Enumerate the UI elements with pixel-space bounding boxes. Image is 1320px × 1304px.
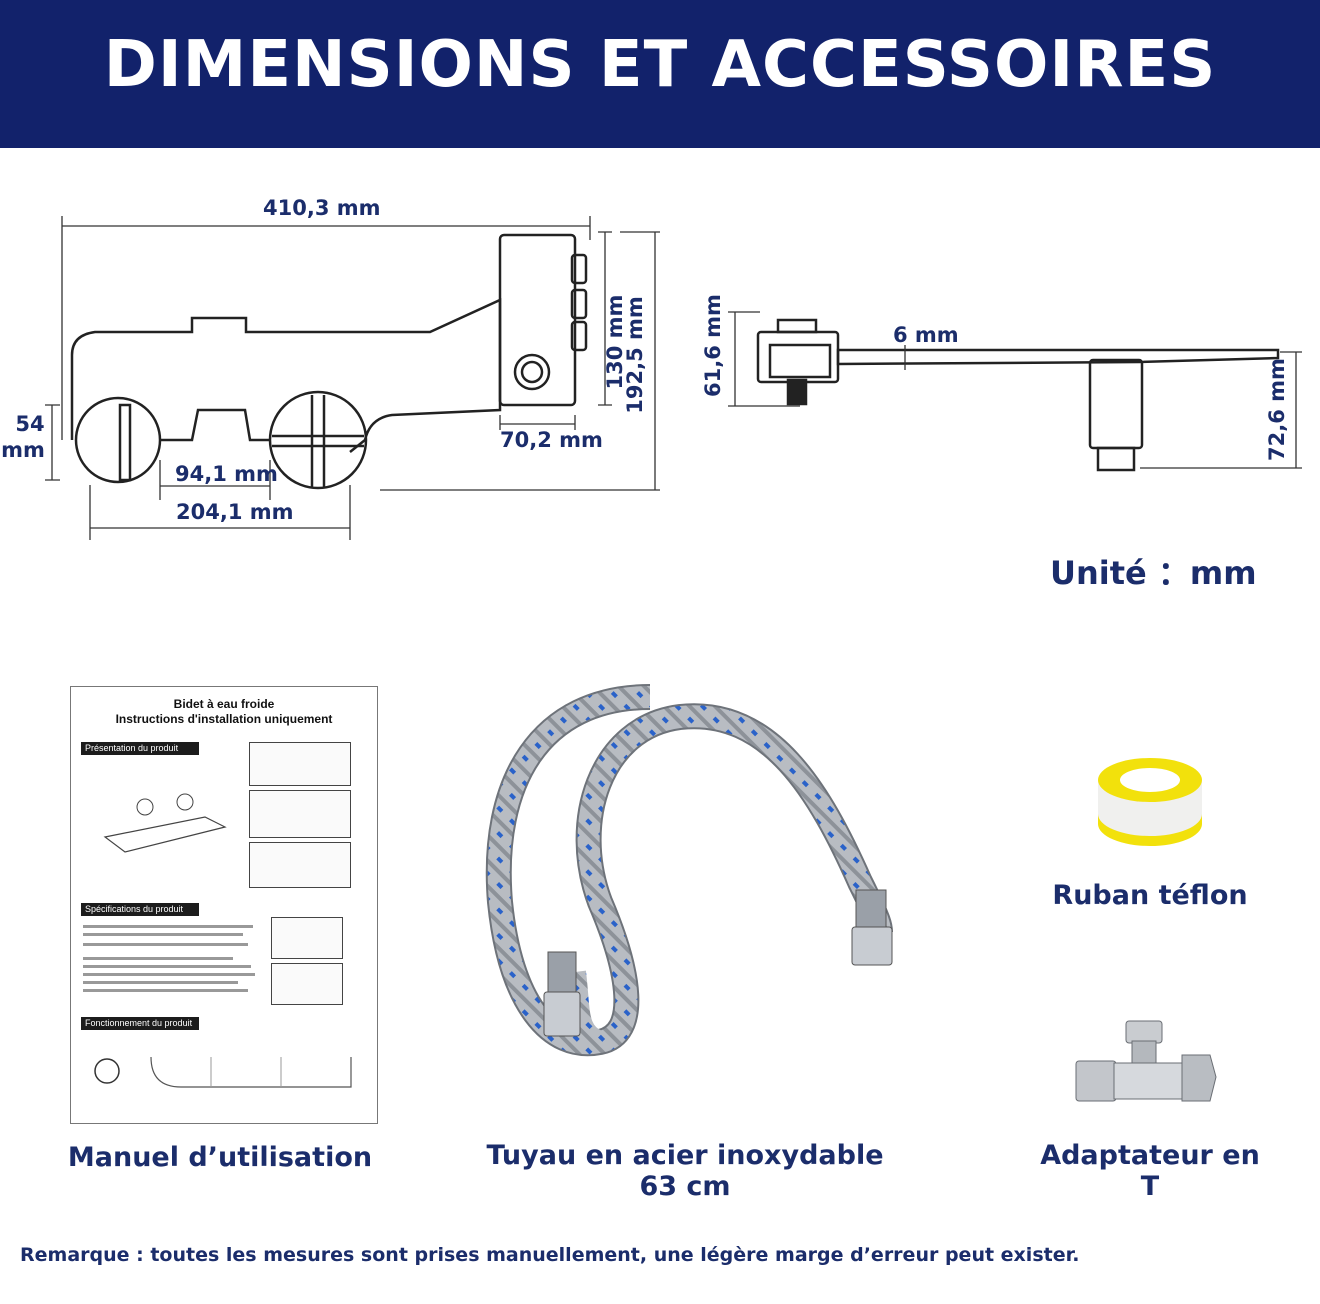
mounting-circle-right	[268, 390, 368, 490]
manual-tools-box	[249, 790, 351, 838]
manual-title: Bidet à eau froide	[173, 697, 275, 711]
dim-thickness-6: 6 mm	[893, 323, 959, 347]
mounting-circle-left	[74, 396, 162, 484]
page-title: DIMENSIONS ET ACCESSOIRES	[103, 28, 1217, 102]
caption-tape: Ruban téflon	[1052, 880, 1248, 911]
dim-width-70: 70,2 mm	[500, 428, 603, 452]
dim-total-length: 410,3 mm	[263, 196, 381, 220]
caption-adapter: Adaptateur en T	[1040, 1140, 1260, 1202]
dim-side-61: 61,6 mm	[701, 294, 725, 397]
control-knob	[513, 353, 551, 391]
title-banner: DIMENSIONS ET ACCESSOIRES	[0, 0, 1320, 148]
dim-side-72: 72,6 mm	[1265, 358, 1289, 461]
dim-height-192: 192,5 mm	[623, 296, 647, 414]
dimension-drawing	[45, 216, 1302, 540]
manual-section-specs: Spécifications du produit	[81, 903, 199, 916]
caption-hose-line2: 63 cm	[639, 1171, 731, 1202]
manual-product-sketch	[103, 793, 227, 853]
caption-hose: Tuyau en acier inoxydable 63 cm	[480, 1140, 890, 1202]
t-adapter-image	[1075, 1020, 1217, 1102]
unit-label: Unité ：mm	[1050, 554, 1257, 592]
manual-subtitle: Instructions d'installation uniquement	[115, 712, 333, 726]
dim-span-204: 204,1 mm	[176, 500, 294, 524]
hose-fitting-left	[543, 951, 581, 1037]
steel-hose-image	[485, 684, 893, 1057]
dim-gap-94: 94,1 mm	[175, 462, 278, 486]
dim-54-line2: mm	[1, 438, 45, 462]
manual-section-presentation: Présentation du produit	[81, 742, 199, 755]
manual-parts-box	[249, 742, 351, 786]
measurement-note: Remarque : toutes les mesures sont prise…	[20, 1244, 1080, 1266]
bidet-body-outline	[70, 298, 502, 453]
caption-hose-line1: Tuyau en acier inoxydable	[486, 1140, 884, 1171]
manual-section-operation: Fonctionnement du produit	[81, 1017, 199, 1030]
teflon-tape-image	[1098, 758, 1202, 846]
hose-fitting-right	[851, 889, 893, 966]
control-box	[498, 233, 577, 407]
manual-operation-sketch	[94, 1056, 352, 1088]
side-view-plate	[836, 348, 1280, 366]
dim-54-line1: 54	[15, 412, 45, 436]
user-manual-image: Bidet à eau froide Instructions d'instal…	[70, 686, 378, 1124]
manual-accessories-box	[249, 842, 351, 888]
caption-manual: Manuel d’utilisation	[67, 1142, 373, 1173]
